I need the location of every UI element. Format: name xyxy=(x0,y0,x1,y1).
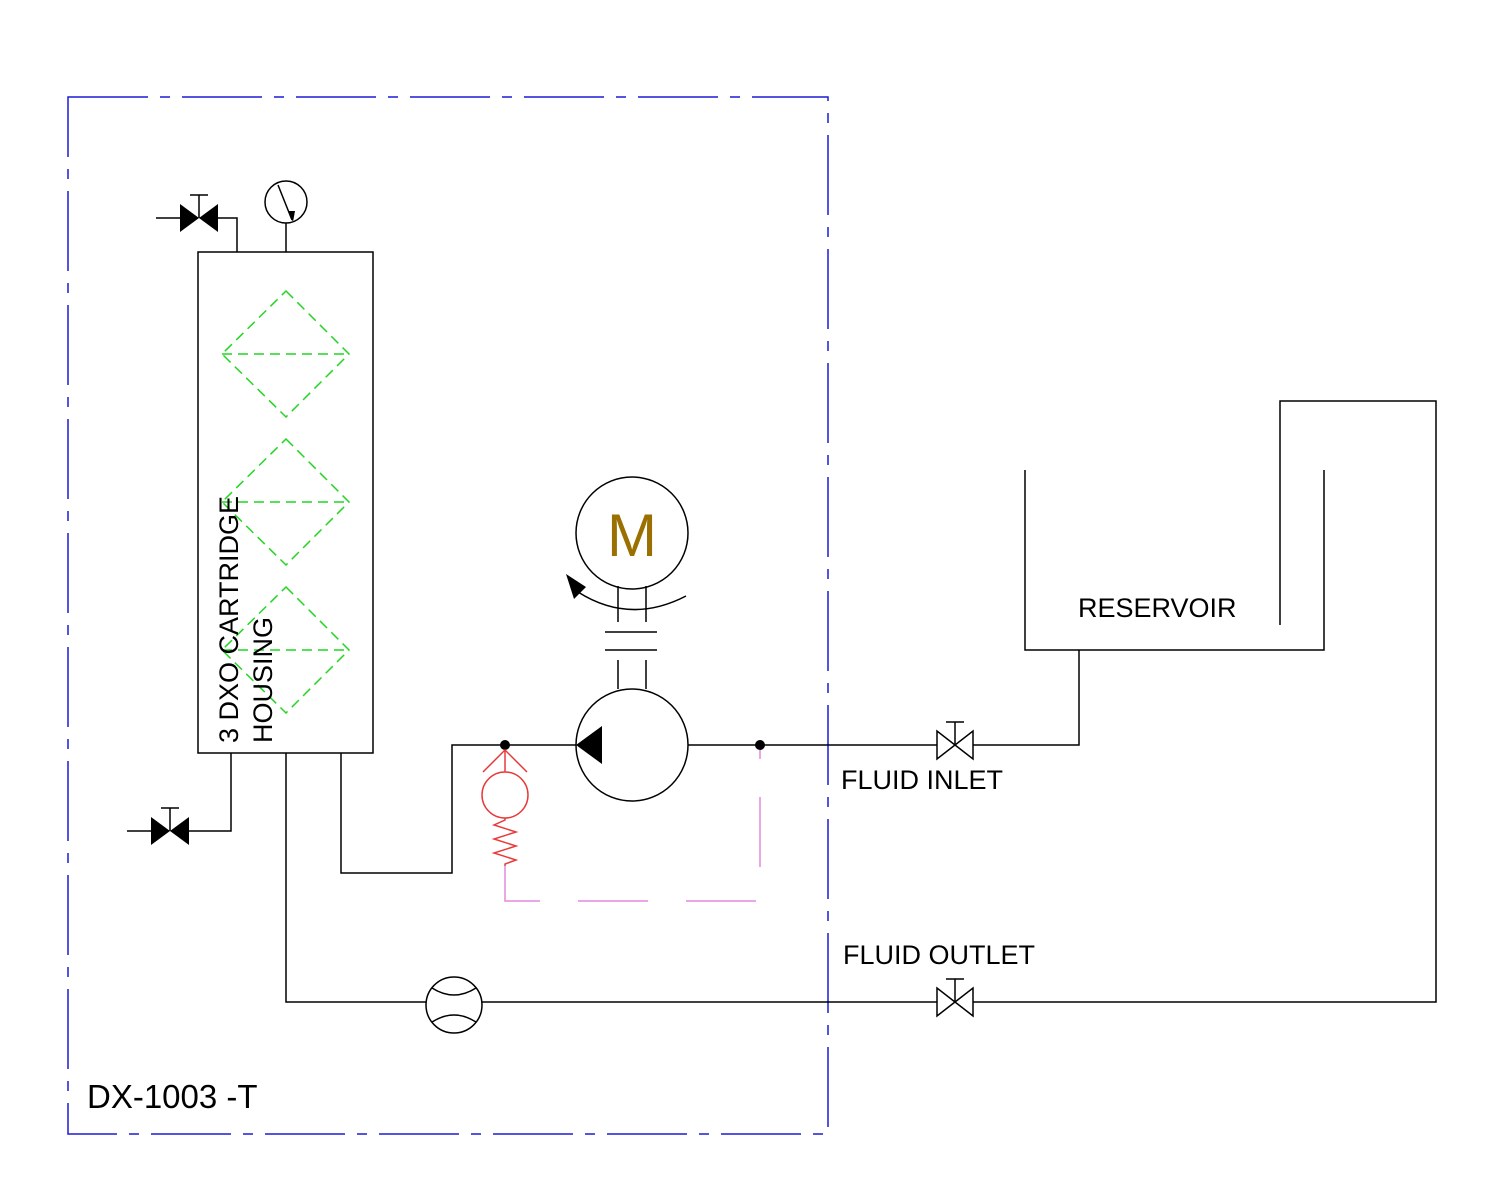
drain-valve xyxy=(127,753,232,845)
pilot-line xyxy=(504,750,761,902)
filter-cartridges xyxy=(220,289,351,715)
motor-label: M xyxy=(607,502,657,569)
pressure-gauge-icon xyxy=(264,180,308,252)
vent-valve xyxy=(156,194,238,252)
junction-node-left xyxy=(500,740,510,750)
housing-label-line2: HOUSING xyxy=(248,617,278,743)
inlet-valve xyxy=(936,721,974,761)
reservoir xyxy=(973,400,1437,1003)
return-line xyxy=(285,753,937,1003)
pressure-line xyxy=(340,744,576,874)
rotation-arrow xyxy=(577,591,687,611)
motor-coupling xyxy=(605,586,657,689)
housing-label-line1: 3 DXO CARTRIDGE xyxy=(214,496,244,743)
suction-line xyxy=(688,650,1080,746)
filter-cartridge-3 xyxy=(220,585,351,715)
filter-cartridge-1 xyxy=(220,289,351,419)
outlet-valve xyxy=(936,978,974,1018)
unit-label: DX-1003 -T xyxy=(87,1078,258,1115)
filter-cartridge-2 xyxy=(220,437,351,567)
fluid-outlet-label: FLUID OUTLET xyxy=(843,940,1035,970)
motor: M xyxy=(566,476,689,611)
pump xyxy=(575,688,689,802)
reservoir-label: RESERVOIR xyxy=(1078,593,1237,623)
relief-valve xyxy=(481,748,529,866)
unit-boundary xyxy=(67,96,829,1135)
fluid-inlet-label: FLUID INLET xyxy=(841,765,1003,795)
flow-meter-icon xyxy=(425,976,483,1034)
